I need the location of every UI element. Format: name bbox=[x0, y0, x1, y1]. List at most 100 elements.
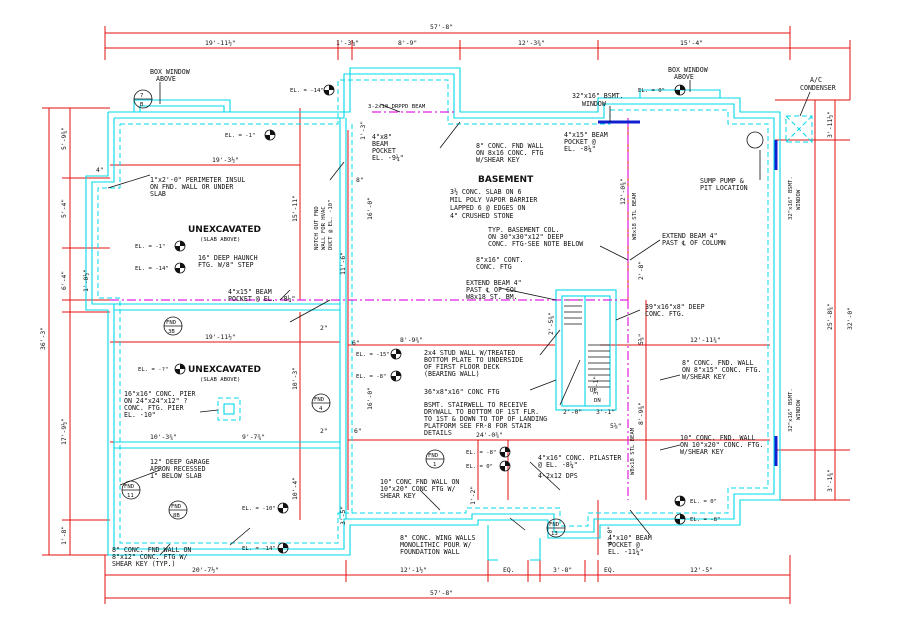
deep-haunch-2: FTG. W/8" STEP bbox=[198, 261, 254, 269]
dim-2-8: 2'-8" bbox=[637, 261, 645, 280]
elevation-marker: EL. = -10" bbox=[242, 502, 289, 514]
stair-up: UP bbox=[590, 388, 597, 394]
elevation-marker: EL. = -8" bbox=[466, 446, 511, 458]
callout-11-bot: 11 bbox=[127, 493, 134, 499]
dim-8-9b: 8'-9¾" bbox=[637, 402, 645, 425]
bsmt-window-right-2b: WINDOW bbox=[796, 399, 802, 420]
typ-col-2: ON 30"x30"x12" DEEP bbox=[488, 233, 563, 241]
callout-13-bot: 13 bbox=[551, 531, 558, 537]
dim-left-6: 1'-8" bbox=[60, 526, 68, 545]
dim-left-2: 5'-4" bbox=[60, 199, 68, 218]
dim-24-0: 24'-0¾" bbox=[476, 431, 503, 439]
dim-2in-a: 2" bbox=[320, 324, 328, 332]
fnd-wall-right-2: ON 8"x15" CONC. FTG. bbox=[682, 366, 761, 374]
el-bottom-left-1: EL. = -10" bbox=[242, 506, 276, 512]
dimension-lines bbox=[42, 26, 851, 604]
dim-10-4: 10'-4" bbox=[291, 477, 299, 500]
fnd-wall-right-1: 8" CONC. FND. WALL bbox=[682, 359, 753, 367]
callout-7b-top: 7 bbox=[140, 93, 143, 99]
stairwell-2: DRYWALL TO BOTTOM OF 1ST FLR. bbox=[424, 408, 539, 416]
elevation-marker: EL. = -14" bbox=[135, 262, 186, 274]
dim-19-11: 19'-11½" bbox=[205, 333, 236, 341]
callout-1-bot: 1 bbox=[433, 462, 436, 468]
beam-pocket-bottom-3: EL. -11¼" bbox=[608, 548, 644, 556]
ac-condenser-2: CONDENSER bbox=[800, 84, 836, 92]
el-mid-center-2: EL. = -8" bbox=[356, 374, 386, 380]
elevation-marker: EL. = -14" bbox=[242, 542, 289, 554]
box-window-left-2: ABOVE bbox=[156, 75, 176, 83]
notch-out-2: WALL FOR HVAC bbox=[321, 206, 327, 250]
cont-ftg-2: CONC. FTG bbox=[476, 263, 512, 271]
dim-right-1: 3'-11½" bbox=[826, 111, 834, 138]
stud-wall-1: 2x4 STUD WALL W/TREATED bbox=[424, 349, 515, 357]
dim-2-0: 2'-0" bbox=[563, 408, 582, 416]
dps: 4-2x12 DPS bbox=[538, 472, 578, 480]
el-mid-center-1: EL. = -15" bbox=[356, 352, 390, 358]
bsmt-window-top-1: 32"x16" BSMT. bbox=[572, 92, 624, 100]
dim-bottom-5: EQ. bbox=[604, 566, 616, 574]
dim-5-8b: 5⅝" bbox=[610, 422, 622, 430]
conc-pier-3: CONC. FTG. PIER bbox=[124, 404, 184, 412]
section-callout: FND 3B bbox=[163, 316, 183, 336]
dim-top-3: 8'-9" bbox=[398, 39, 417, 47]
fnd-wall-right-3: W/SHEAR KEY bbox=[682, 373, 726, 381]
pilaster-1: 4"x16" CONC. PILASTER bbox=[538, 454, 621, 462]
elevation-marker: EL. = -15" bbox=[356, 348, 402, 360]
dim-5-8: 5⅝" bbox=[637, 333, 645, 345]
perimeter-insul-1: 1"x2'-0" PERIMETER INSUL bbox=[150, 176, 245, 184]
elevation-marker: EL. = -1" bbox=[135, 240, 186, 252]
callout-1-top: FND bbox=[428, 453, 439, 459]
conc-pier-2: ON 24"x24"x12" ? bbox=[124, 397, 188, 405]
beam-pocket-left-4: EL. -9¼" bbox=[372, 154, 404, 162]
stairwell-4: PLATFORM SEE FR-8 FOR STAIR bbox=[424, 422, 531, 430]
deep-garage-2: APRON RECESSED bbox=[150, 465, 206, 473]
callout-7b-bot: B bbox=[140, 102, 144, 108]
dim-4in: 4" bbox=[96, 166, 104, 174]
section-callout: FND 11 bbox=[121, 480, 141, 500]
dim-top-2: 1'-3¼" bbox=[336, 39, 359, 47]
box-window-right-2: ABOVE bbox=[674, 73, 694, 81]
beam-pocket-mid-2: POCKET @ EL. -8¼" bbox=[228, 295, 296, 303]
fnd-wall-typ-3: SHEAR KEY (TYP.) bbox=[112, 560, 176, 568]
dim-8in: 8" bbox=[356, 176, 364, 184]
stair-treads bbox=[564, 299, 610, 388]
elevation-marker: EL. = -8" bbox=[356, 370, 402, 382]
unexcavated-2-sub: (SLAB ABOVE) bbox=[200, 377, 240, 383]
dim-16-0b: 16'-0" bbox=[366, 387, 374, 410]
conc-pier-1: 16"x16" CONC. PIER bbox=[124, 390, 195, 398]
dropped-beam: 3-2x10 DRPPD BEAM bbox=[368, 104, 426, 110]
elevation-markers: EL. = -14" EL. = -1" EL. = 0" EL. = -1" … bbox=[135, 84, 720, 554]
pilaster-2: @ EL. -8¼" bbox=[538, 461, 578, 469]
dim-left-5: 17'-9½" bbox=[60, 418, 68, 445]
bsmt-window-right-1b: WINDOW bbox=[796, 189, 802, 210]
beam-pocket-left-1: 4"x8" bbox=[372, 133, 392, 141]
notch-out-3: DUCT @ EL. -10" bbox=[328, 199, 334, 250]
dim-top-5: 15'-4" bbox=[680, 39, 703, 47]
dim-16-0: 16'-0" bbox=[366, 197, 374, 220]
room-labels: BASEMENT 3½ CONC. SLAB ON 6 MIL POLY VAP… bbox=[188, 175, 537, 383]
conc-ftg-36: 36"x8"x16" CONC FTG bbox=[424, 388, 499, 396]
notch-out-1: NOTCH OUT FND bbox=[314, 206, 320, 250]
dim-9-7: 9'-7¾" bbox=[242, 433, 265, 441]
dim-3-1b: 3'-1" bbox=[592, 376, 600, 395]
section-callout: FND 4 bbox=[311, 393, 331, 413]
section-callout: FND 13 bbox=[546, 518, 566, 538]
fnd-wall-top-2: ON 8x16 CONC. FTG bbox=[476, 149, 544, 157]
el-bottom-center-1: EL. = -8" bbox=[466, 450, 496, 456]
stairwell-5: DETAILS bbox=[424, 429, 452, 437]
dim-3-1: 3'-1" bbox=[596, 408, 615, 416]
extend-beam-mid-2: PAST ℄ OF COL bbox=[466, 286, 518, 294]
beam-pocket-bottom-2: POCKET @ bbox=[608, 541, 640, 549]
section-callout: 7 B bbox=[133, 89, 153, 109]
callout-4-top: FND bbox=[314, 397, 325, 403]
unexcavated-2: UNEXCAVATED bbox=[188, 365, 261, 375]
wing-walls-3: FOUNDATION WALL bbox=[400, 548, 460, 556]
callout-13-top: FND bbox=[549, 522, 560, 528]
fnd-wall-top-3: W/SHEAR KEY bbox=[476, 156, 520, 164]
dim-bottom-2: 12'-1½" bbox=[400, 566, 427, 574]
beam-pocket-left-2: BEAM bbox=[372, 140, 388, 148]
el-mid-left-1: EL. = -1" bbox=[135, 244, 165, 250]
annotations: BOX WINDOW ABOVE BOX WINDOW ABOVE A/C CO… bbox=[112, 66, 836, 568]
dimension-text: 57'-8" 57'-8" 19'-11½" 1'-3¼" 8'-9" 12'-… bbox=[39, 23, 854, 597]
unexcavated-1: UNEXCAVATED bbox=[188, 225, 261, 235]
